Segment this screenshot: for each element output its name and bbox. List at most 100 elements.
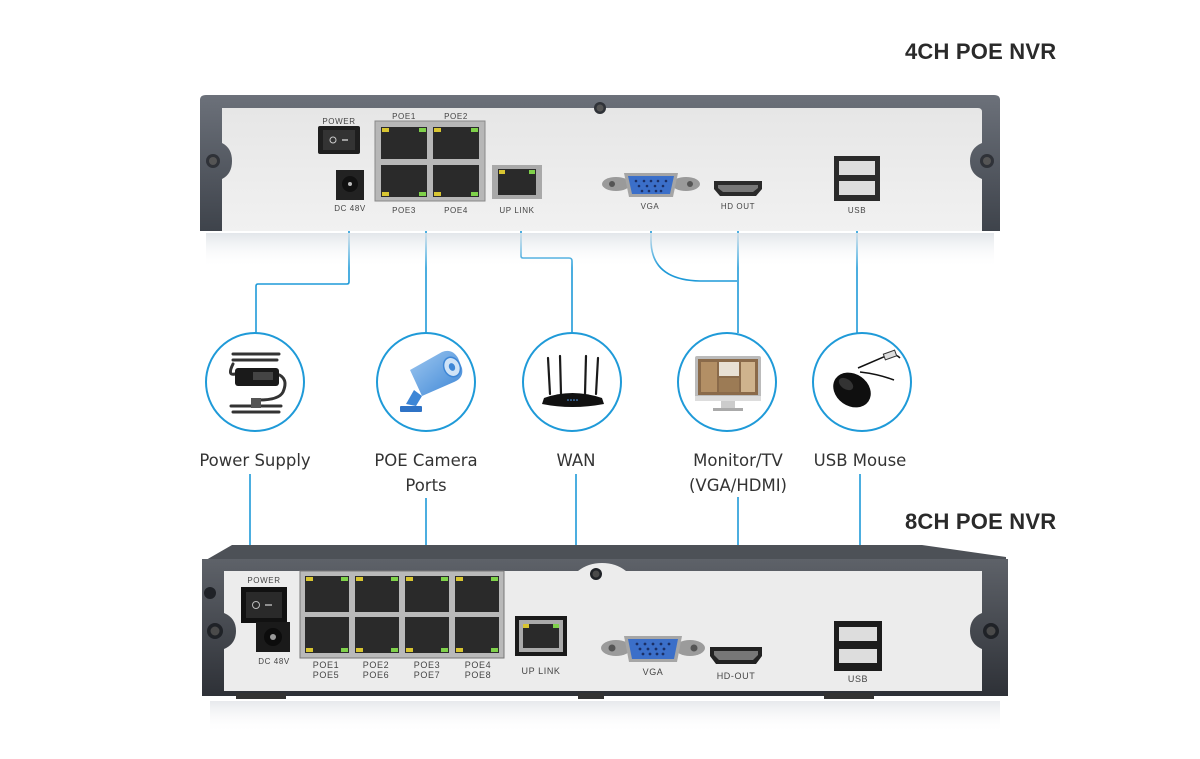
poe4-label: POE4 [464, 660, 492, 670]
poe6-label: POE6 [362, 670, 390, 680]
vga-port-icon [602, 173, 700, 197]
led-yellow [306, 648, 313, 652]
hdmi-port-icon [710, 647, 762, 664]
line-dc-to-power [255, 205, 350, 333]
label-line: Ports [405, 476, 447, 495]
screw-icon [983, 623, 999, 639]
label-line: (VGA/HDMI) [688, 476, 787, 495]
usb-label: USB [847, 674, 869, 684]
screw-icon [207, 623, 223, 639]
label-power-supply: Power Supply [175, 448, 335, 473]
poe-port-icon [405, 576, 449, 612]
monitor-icon [695, 356, 761, 411]
poe2-label: POE2 [444, 112, 468, 121]
poe-port-icon [305, 617, 349, 653]
led-green [441, 577, 448, 581]
screw-icon [206, 154, 220, 168]
poe4-label: POE4 [444, 206, 468, 215]
poe3-label: POE3 [392, 206, 416, 215]
label-line: USB Mouse [813, 451, 907, 470]
reflection [210, 701, 1000, 733]
poe-port-icon [455, 576, 499, 612]
poe-pair-label: POE2 POE6 [356, 660, 396, 680]
led-green [491, 577, 498, 581]
label-wan: WAN [496, 448, 656, 473]
monitor-circle [677, 332, 777, 432]
poe-pair-label: POE1 POE5 [306, 660, 346, 680]
power-adapter-icon [228, 352, 287, 414]
poe-port-block-4ch [374, 120, 486, 202]
label-poe-camera-ports: POE Camera Ports [346, 448, 506, 498]
poe-camera-circle [376, 332, 476, 432]
router-icon [542, 354, 604, 407]
foot [578, 693, 604, 699]
label-line: Monitor/TV [693, 451, 783, 470]
power-label: POWER [322, 117, 356, 126]
dc-jack-icon [256, 622, 290, 652]
usb-port-icon [834, 156, 880, 201]
uplink-label: UP LINK [521, 666, 561, 676]
poe-port-icon [355, 617, 399, 653]
led-yellow [456, 648, 463, 652]
led-green [341, 648, 348, 652]
screw-icon [980, 154, 994, 168]
mouse-icon [833, 349, 901, 408]
nvr-8ch-device: POWER DC 48V POE1 POE5 POE2 POE6 POE3 PO… [202, 543, 1008, 733]
led-green [341, 577, 348, 581]
poe-port-icon [405, 617, 449, 653]
label-line: WAN [556, 451, 596, 470]
hdmi-label: HD OUT [720, 202, 756, 211]
label-usb-mouse: USB Mouse [780, 448, 940, 473]
vga-port-icon [601, 636, 705, 662]
led-green [391, 577, 398, 581]
usb-port-icon [834, 621, 882, 671]
label-monitor-tv: Monitor/TV (VGA/HDMI) [648, 448, 828, 498]
foot [236, 693, 286, 699]
poe-pair-label: POE4 POE8 [458, 660, 498, 680]
poe8-label: POE8 [464, 670, 492, 680]
power-label: POWER [247, 576, 281, 585]
poe-port-icon [455, 617, 499, 653]
dc-label: DC 48V [258, 657, 290, 666]
vga-label: VGA [640, 202, 660, 211]
led-yellow [306, 577, 313, 581]
poe2-label: POE2 [362, 660, 390, 670]
led-yellow [356, 648, 363, 652]
uplink-label: UP LINK [499, 206, 535, 215]
poe5-label: POE5 [312, 670, 340, 680]
hdmi-port-icon [714, 181, 762, 196]
poe-pair-label: POE3 POE7 [407, 660, 447, 680]
foot [824, 693, 874, 699]
power-switch-icon [318, 126, 360, 154]
title-4ch-nvr: 4CH POE NVR [905, 39, 1057, 64]
wan-circle [522, 332, 622, 432]
poe-port-icon [355, 576, 399, 612]
poe1-label: POE1 [312, 660, 340, 670]
chassis-top [206, 545, 1006, 563]
vga-label: VGA [642, 667, 664, 677]
dc-jack-icon [336, 170, 364, 200]
led-yellow [406, 577, 413, 581]
label-line: POE Camera [374, 451, 478, 470]
power-switch-icon [241, 587, 287, 623]
usb-mouse-circle [812, 332, 912, 432]
poe7-label: POE7 [413, 670, 441, 680]
dc-label: DC 48V [334, 204, 366, 213]
uplink-port-icon [492, 165, 542, 199]
led-yellow [456, 577, 463, 581]
hdmi-label: HD-OUT [716, 671, 756, 681]
led-yellow [406, 648, 413, 652]
reflection [206, 233, 994, 268]
screw-icon [590, 568, 602, 580]
title-8ch-nvr: 8CH POE NVR [905, 509, 1057, 534]
poe-port-icon [305, 576, 349, 612]
label-line: Power Supply [199, 451, 311, 470]
screw-icon [204, 587, 216, 599]
poe1-label: POE1 [392, 112, 416, 121]
poe3-label: POE3 [413, 660, 441, 670]
nvr-4ch-device: POWER DC 48V POE1 POE2 POE3 POE4 UP LINK… [200, 93, 1000, 268]
usb-label: USB [847, 206, 867, 215]
camera-icon [400, 350, 463, 412]
power-supply-circle [205, 332, 305, 432]
led-green [491, 648, 498, 652]
